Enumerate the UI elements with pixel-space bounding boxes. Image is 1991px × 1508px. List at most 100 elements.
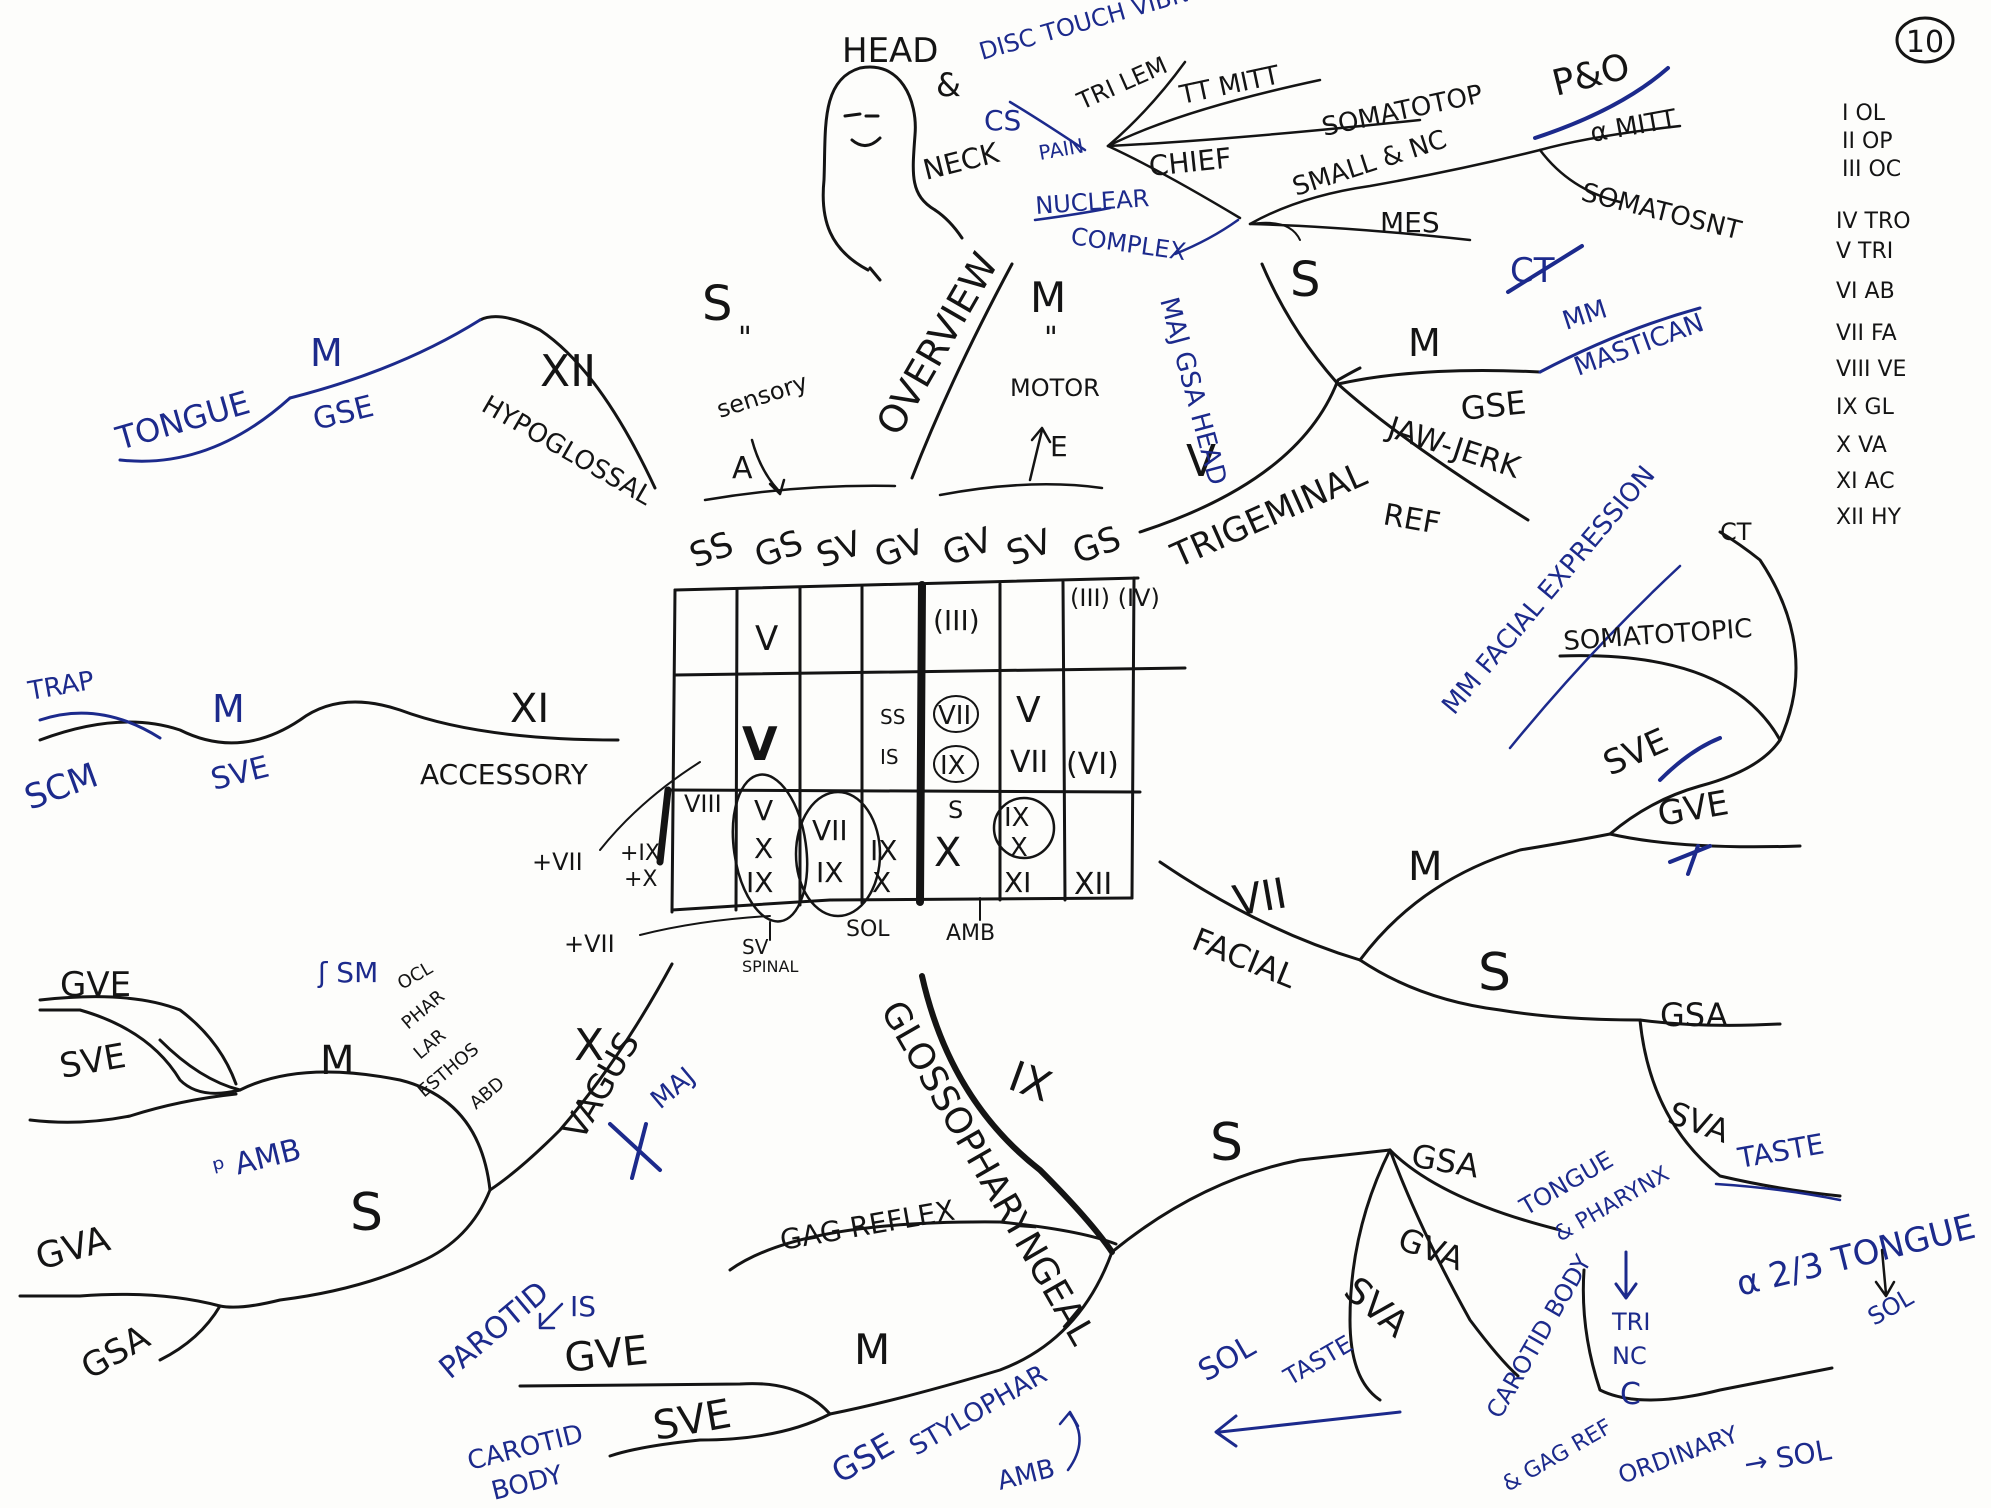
glossopharyngeal-sol-3: SOL <box>1863 1283 1919 1331</box>
branch-label: TT MITT <box>1176 60 1282 111</box>
glossopharyngeal-gse: GSE <box>825 1425 901 1491</box>
column-header: SS <box>684 524 738 576</box>
sol-arrow <box>1220 1412 1400 1432</box>
nuclear-complex-label: COMPLEX <box>1069 222 1188 266</box>
afferent-label: A <box>732 451 753 486</box>
glossopharyngeal-numeral: IX <box>1003 1051 1058 1111</box>
column-header: GS <box>749 522 808 576</box>
table-note: +VII <box>532 848 583 876</box>
trigeminal-gse: GSE <box>1459 383 1528 428</box>
sensory-quote: " <box>738 321 752 356</box>
vagus-sensory: S <box>350 1183 383 1243</box>
head-amp: & <box>936 66 961 104</box>
table-cell: (III) (IV) <box>1070 584 1160 612</box>
cn-list-item: XII HY <box>1836 505 1902 530</box>
branch-label: TRI LEM <box>1072 51 1171 116</box>
branch-label: MES <box>1380 206 1440 239</box>
glossopharyngeal-c-symbol: C <box>1620 1377 1641 1412</box>
table-column-line <box>672 590 675 912</box>
table-cell: IX <box>816 856 843 889</box>
table-cell: IX <box>746 866 773 899</box>
nucleus-label: SV <box>742 935 769 959</box>
vagus-gsa: GSA <box>75 1317 157 1388</box>
head-outline <box>823 67 935 270</box>
table-cell: IS <box>880 745 899 769</box>
amb-arrow <box>1060 1412 1080 1470</box>
table-note: +X <box>624 867 658 892</box>
cn-list-item: II OP <box>1842 129 1893 154</box>
vagus-note: LAR <box>410 1025 451 1064</box>
glossopharyngeal-carotid-body-2: CAROTID BODY <box>1481 1250 1597 1423</box>
glossopharyngeal-posterior-tongue: α 2/3 TONGUE <box>1733 1207 1980 1305</box>
table-column-line <box>1132 578 1134 898</box>
vagus-sve-line <box>30 1094 236 1122</box>
vagus-crossed-mark <box>610 1124 660 1178</box>
vagus-sve: SVE <box>57 1036 129 1087</box>
glossopharyngeal-tri-nc: TRI <box>1611 1308 1650 1336</box>
glossopharyngeal-gve: GVE <box>562 1327 650 1381</box>
hypoglossal-section: XII HYPOGLOSSAL M GSE TONGUE <box>111 317 658 512</box>
table-row-line <box>668 790 1140 792</box>
glossopharyngeal-gva: GVA <box>1393 1220 1469 1279</box>
trigeminal-section: TRIGEMINAL V S MAJ GSA HEAD M GSE MM MAS… <box>1140 252 1708 577</box>
column-header: GV <box>869 522 929 577</box>
overview-table: SS GS SV GV GV SV GS V (III) (III) (IV) … <box>532 518 1185 976</box>
glossopharyngeal-ordinary: ORDINARY <box>1614 1420 1742 1489</box>
head-label: HEAD <box>842 31 939 71</box>
glossopharyngeal-is: IS <box>570 1290 596 1323</box>
table-cell: IX <box>1004 803 1029 833</box>
vagus-note: ABD <box>466 1073 509 1114</box>
cn-list-item: VII FA <box>1836 321 1897 346</box>
glossopharyngeal-gag-ref: & GAG REF <box>1499 1415 1617 1498</box>
vagus-gve: GVE <box>60 965 131 1005</box>
dorsal-cs-label: CS <box>984 104 1021 137</box>
cn-list-item: V TRI <box>1836 239 1893 264</box>
column-header: SV <box>1001 522 1057 575</box>
facial-sva: SVA <box>1663 1094 1734 1151</box>
table-cell: X <box>754 832 773 865</box>
somatosnt-label: SOMATOSNT <box>1578 178 1744 247</box>
table-cell: X <box>934 830 961 876</box>
sensory-symbol: S <box>702 276 732 332</box>
motor-bracket <box>940 484 1102 495</box>
table-column-line <box>1063 582 1065 900</box>
accessory-motor: M <box>212 687 245 731</box>
table-cell: V <box>754 794 773 827</box>
cn-list-item: X VA <box>1836 433 1887 458</box>
branch-label: SOMATOTOP <box>1319 79 1485 142</box>
vagus-gva: GVA <box>31 1219 115 1279</box>
facial-numeral: VII <box>1229 868 1290 926</box>
sensory-bracket <box>705 486 895 500</box>
table-cell: S <box>948 796 963 824</box>
vagus-sm: ʃ SM <box>317 956 378 989</box>
dorsal-pain-label: PAIN <box>1037 133 1086 165</box>
head-neck-section: HEAD & NECK DISC TOUCH VIBN CS PAIN NUCL… <box>823 0 1744 292</box>
table-row-line <box>675 668 1185 675</box>
head-smile <box>852 138 880 146</box>
hypoglossal-name: HYPOGLOSSAL <box>477 390 658 512</box>
facial-gve-branch <box>1610 834 1800 847</box>
sensory-motor-divider <box>920 585 922 902</box>
glossopharyngeal-amb: AMB <box>994 1454 1058 1497</box>
table-cell: VIII <box>684 790 722 818</box>
glossopharyngeal-motor: M <box>854 1325 890 1374</box>
glossopharyngeal-taste: TASTE <box>1278 1330 1357 1392</box>
table-top-line <box>675 578 1138 590</box>
column-header: GV <box>937 520 997 575</box>
efferent-arrow <box>1030 430 1042 480</box>
cn-list-item: VI AB <box>1836 279 1895 304</box>
glossopharyngeal-sensory: S <box>1210 1113 1243 1173</box>
facial-motor: M <box>1408 844 1443 890</box>
nuclear-complex-label: NUCLEAR <box>1034 184 1150 220</box>
table-cell: V <box>1016 690 1041 731</box>
branch-label: CHIEF <box>1147 142 1233 183</box>
glossopharyngeal-sva: SVA <box>1336 1269 1416 1346</box>
po-label: P&O <box>1548 46 1634 105</box>
nucleus-label: AMB <box>946 921 995 946</box>
vestibular-mark <box>660 790 668 862</box>
nucleus-label: SOL <box>846 917 890 942</box>
table-cell: IX <box>870 834 897 867</box>
trigeminal-motor: M <box>1408 321 1441 365</box>
facial-section: VII FACIAL M S SVE GVE GSA SVA TASTE MM … <box>1160 460 1840 1200</box>
